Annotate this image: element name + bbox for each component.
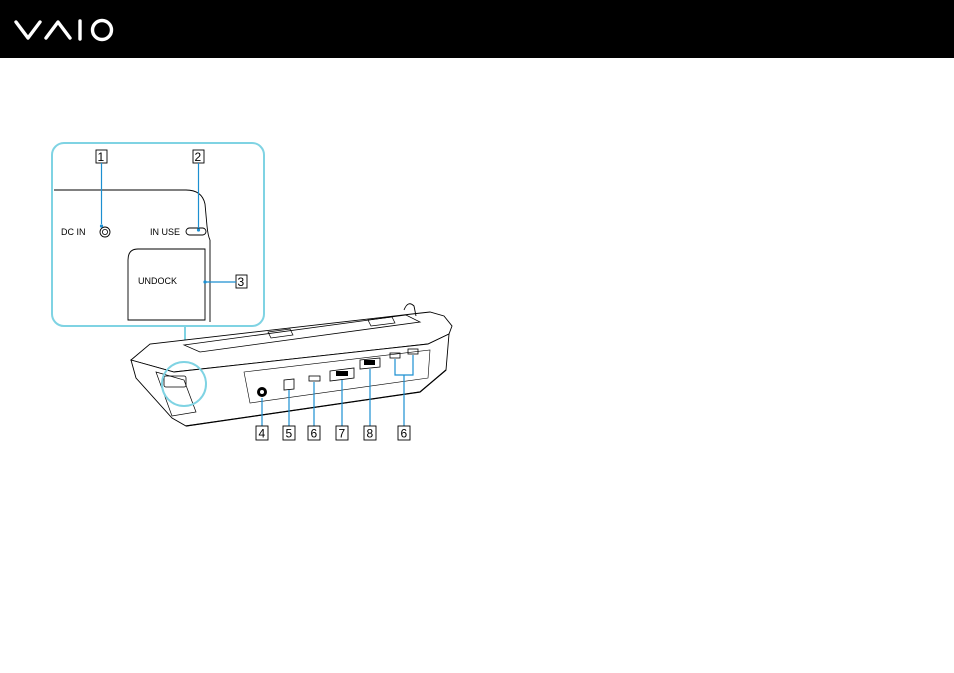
callout-2: 2: [195, 150, 202, 164]
in-use-label: IN USE: [150, 227, 180, 237]
callout-6-right: 6: [401, 427, 408, 441]
callout-5: 5: [286, 427, 293, 441]
callout-1: 1: [98, 150, 105, 164]
dc-in-label: DC IN: [61, 227, 86, 237]
undock-label: UNDOCK: [138, 276, 177, 286]
dc-in-port: [257, 387, 267, 397]
callout-6-left: 6: [311, 427, 318, 441]
detail-inset: DC IN IN USE UNDOCK 1 2 3: [52, 143, 264, 326]
callout-3: 3: [238, 275, 245, 289]
vga-port: [360, 358, 380, 369]
callout-7: 7: [339, 427, 346, 441]
callout-4: 4: [259, 427, 266, 441]
callout-8: 8: [367, 427, 374, 441]
